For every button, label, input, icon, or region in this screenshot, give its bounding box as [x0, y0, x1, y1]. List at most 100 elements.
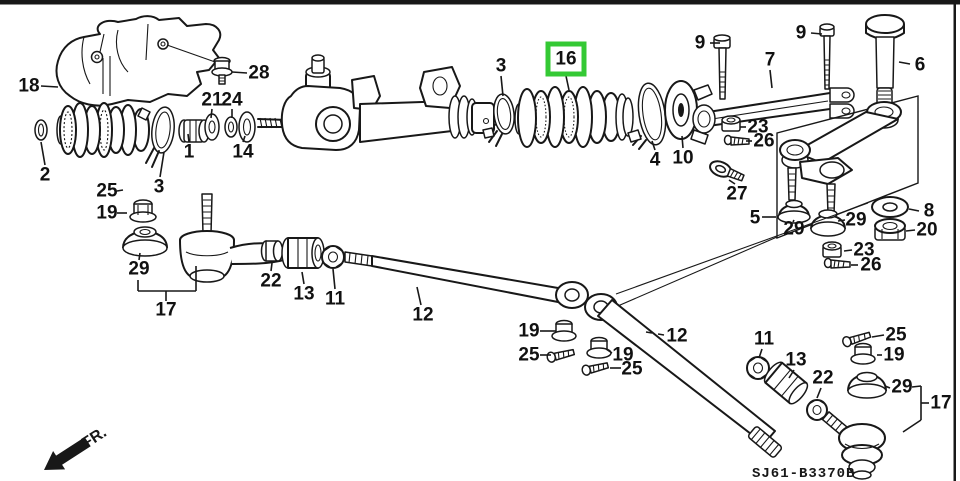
callout-29: 29 — [128, 252, 150, 280]
svg-text:13: 13 — [293, 284, 314, 305]
boot-29-right — [847, 371, 887, 399]
boot-band-4 — [627, 82, 667, 150]
nut-19-right — [850, 342, 876, 365]
svg-text:24: 24 — [221, 90, 243, 111]
steering-boot-16 — [514, 86, 634, 148]
svg-text:12: 12 — [666, 326, 687, 347]
callout-26: 26 — [746, 131, 775, 152]
steering-rack-assembly — [257, 54, 505, 151]
callout-7: 7 — [765, 50, 775, 89]
svg-text:1: 1 — [184, 142, 195, 163]
svg-text:26: 26 — [860, 255, 881, 276]
callout-23: 23 — [843, 240, 875, 261]
boot-band-3-right — [482, 93, 515, 147]
callout-26: 26 — [851, 255, 882, 276]
svg-text:19: 19 — [612, 345, 633, 366]
svg-text:3: 3 — [154, 177, 165, 198]
steering-boot-left — [56, 102, 150, 158]
nut-23-upper — [721, 115, 741, 132]
bolt-27 — [709, 160, 745, 182]
callout-2: 2 — [40, 141, 51, 186]
callout-11: 11 — [754, 329, 774, 359]
sleeve-13-right — [763, 361, 809, 405]
svg-text:6: 6 — [915, 55, 926, 76]
callout-23: 23 — [740, 117, 769, 138]
fr-arrow: FR. — [44, 424, 110, 470]
svg-text:17: 17 — [930, 393, 951, 414]
svg-text:4: 4 — [650, 150, 661, 171]
svg-text:28: 28 — [248, 63, 269, 84]
svg-text:13: 13 — [785, 350, 806, 371]
nut-23-lower — [822, 241, 842, 258]
bolt-26-lower — [823, 257, 851, 269]
svg-text:18: 18 — [18, 76, 39, 97]
callout-12: 12 — [645, 326, 688, 347]
callout-13: 13 — [785, 350, 807, 379]
svg-text:23: 23 — [747, 117, 768, 138]
callout-25: 25 — [610, 359, 643, 380]
callout-28: 28 — [231, 63, 270, 84]
svg-text:29: 29 — [845, 210, 866, 231]
callout-22: 22 — [812, 368, 834, 399]
arm-bracket-7 — [692, 87, 855, 134]
svg-text:14: 14 — [232, 142, 254, 163]
callout-17: 17 — [137, 266, 197, 321]
callout-9: 9 — [695, 33, 720, 54]
bolt-25-right — [842, 331, 872, 348]
svg-text:3: 3 — [496, 56, 507, 77]
washer-8 — [871, 196, 909, 218]
svg-text:25: 25 — [885, 325, 907, 346]
callout-25: 25 — [871, 325, 907, 346]
boot-29-box-left — [777, 199, 811, 224]
rack-end-parts — [178, 111, 256, 143]
svg-text:11: 11 — [325, 289, 346, 310]
bolt-9-left — [713, 34, 731, 100]
boot-29-box-right — [810, 209, 846, 237]
callout-20: 20 — [905, 220, 938, 241]
svg-text:8: 8 — [924, 201, 935, 222]
callout-19: 19 — [96, 203, 127, 224]
nut-19-center2 — [586, 336, 612, 359]
svg-text:5: 5 — [750, 208, 761, 229]
callout-27: 27 — [726, 179, 748, 205]
bolt-28 — [211, 56, 233, 85]
callout-8: 8 — [908, 201, 935, 222]
nut-11-left — [321, 245, 345, 269]
callout-19: 19 — [518, 321, 556, 342]
nut-11-right — [746, 356, 770, 380]
svg-text:2: 2 — [40, 165, 51, 186]
callout-14: 14 — [232, 135, 254, 163]
svg-text:29: 29 — [783, 219, 804, 240]
bolt-6 — [865, 14, 905, 107]
callout-24: 24 — [221, 90, 243, 118]
svg-text:27: 27 — [726, 184, 747, 205]
svg-text:10: 10 — [672, 148, 693, 169]
nut-20 — [874, 218, 906, 241]
svg-text:20: 20 — [916, 220, 937, 241]
svg-text:12: 12 — [412, 305, 433, 326]
part-code: SJ61-B3370B — [752, 466, 855, 481]
bolt-26-upper — [723, 134, 750, 146]
callout-6: 6 — [898, 55, 926, 76]
svg-text:25: 25 — [96, 181, 118, 202]
bolt-25-center2 — [581, 362, 610, 376]
svg-text:19: 19 — [883, 345, 904, 366]
callout-17: 17 — [902, 385, 952, 433]
bushing-22-left — [260, 240, 284, 262]
callout-9: 9 — [796, 23, 823, 44]
nut-22-right — [806, 399, 828, 421]
svg-text:25: 25 — [621, 359, 643, 380]
callout-29: 29 — [837, 210, 867, 231]
idler-arm-assembly — [777, 101, 902, 237]
callout-19: 19 — [877, 345, 905, 366]
callout-21: 21 — [201, 90, 223, 119]
nut-19-center — [551, 319, 577, 342]
page-edge-top — [0, 0, 960, 5]
svg-text:17: 17 — [155, 300, 176, 321]
callout-19: 19 — [605, 345, 634, 366]
sleeve-13-left — [281, 237, 325, 269]
svg-text:29: 29 — [891, 377, 912, 398]
svg-text:26: 26 — [753, 131, 774, 152]
